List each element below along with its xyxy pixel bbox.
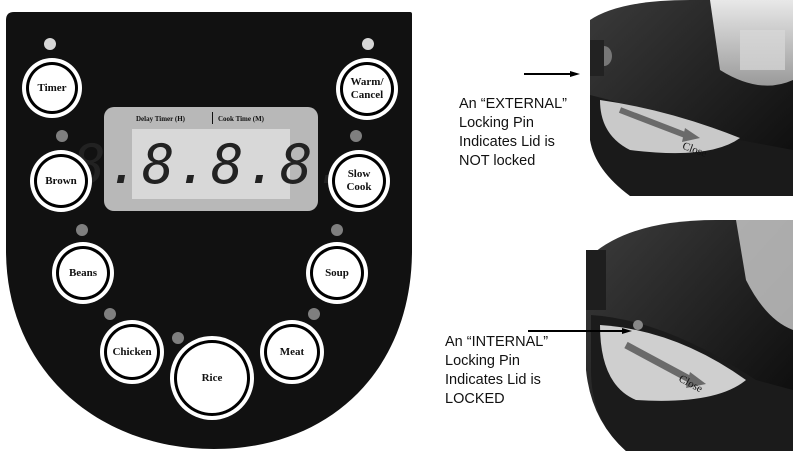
beans-indicator-light bbox=[76, 224, 88, 236]
external-locking-pin-photo: Close bbox=[590, 0, 793, 196]
internal-locking-pin-photo: Close bbox=[586, 220, 793, 451]
slow-cook-indicator-light bbox=[350, 130, 362, 142]
internal-pin-caption: An “INTERNAL” Locking Pin Indicates Lid … bbox=[445, 334, 549, 407]
warm-cancel-label-line2: Cancel bbox=[350, 89, 384, 101]
display-divider bbox=[212, 112, 213, 124]
timer-button-label: Timer bbox=[37, 81, 67, 94]
brown-button-label: Brown bbox=[45, 174, 77, 187]
led-display: Delay Timer (H) Cook Time (M) 8.8.8.8. bbox=[73, 107, 347, 211]
arrow-right-icon bbox=[528, 328, 632, 334]
rice-button-label: Rice bbox=[201, 371, 223, 384]
timer-indicator-light bbox=[44, 38, 56, 50]
warm-cancel-indicator-light bbox=[362, 38, 374, 50]
brown-button[interactable]: Brown bbox=[30, 150, 92, 212]
pressure-cooker-control-panel: Delay Timer (H) Cook Time (M) 8.8.8.8. T… bbox=[6, 12, 412, 449]
internal-pin-lid-illustration bbox=[586, 220, 793, 451]
timer-button[interactable]: Timer bbox=[22, 58, 82, 118]
rice-button[interactable]: Rice bbox=[170, 336, 254, 420]
internal-pin-arrow bbox=[528, 321, 632, 334]
rice-indicator-light bbox=[172, 332, 184, 344]
external-pin-lid-illustration bbox=[590, 0, 793, 196]
external-pin-caption: An “EXTERNAL” Locking Pin Indicates Lid … bbox=[459, 96, 567, 169]
meat-indicator-light bbox=[308, 308, 320, 320]
display-digits: 8.8.8.8. bbox=[73, 129, 347, 199]
brown-indicator-light bbox=[56, 130, 68, 142]
warm-cancel-button[interactable]: Warm/Cancel bbox=[336, 58, 398, 120]
beans-button[interactable]: Beans bbox=[52, 242, 114, 304]
meat-button-label: Meat bbox=[279, 345, 305, 358]
soup-indicator-light bbox=[331, 224, 343, 236]
slow-cook-label-line2: Cook bbox=[346, 181, 372, 193]
arrow-right-icon bbox=[524, 71, 580, 77]
beans-button-label: Beans bbox=[68, 266, 98, 279]
chicken-button[interactable]: Chicken bbox=[100, 320, 164, 384]
soup-button-label: Soup bbox=[325, 266, 349, 279]
slow-cook-label-line1: Slow bbox=[347, 168, 371, 181]
chicken-indicator-light bbox=[104, 308, 116, 320]
external-pin-arrow bbox=[524, 64, 580, 77]
delay-timer-label: Delay Timer (H) bbox=[136, 115, 185, 123]
cook-time-label: Cook Time (M) bbox=[218, 115, 265, 123]
soup-button[interactable]: Soup bbox=[306, 242, 368, 304]
meat-button[interactable]: Meat bbox=[260, 320, 324, 384]
chicken-button-label: Chicken bbox=[112, 345, 152, 358]
warm-cancel-label-line1: Warm/ bbox=[350, 76, 384, 89]
